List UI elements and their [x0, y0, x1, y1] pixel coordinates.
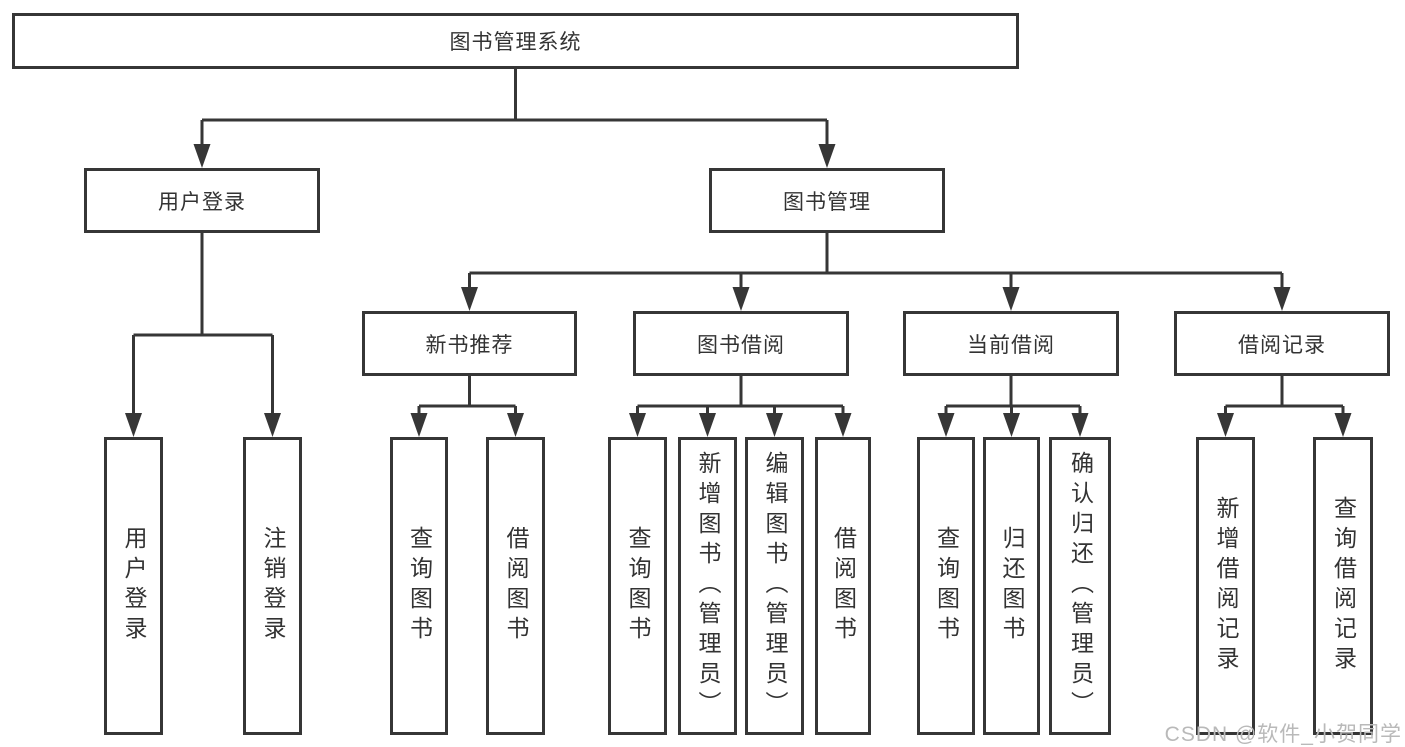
leaf-return-book: 归还图书 [983, 437, 1040, 735]
leaf-add-borrow-record: 新增借阅记录 [1196, 437, 1255, 735]
leaf-query-borrow-record: 查询借阅记录 [1313, 437, 1373, 735]
leaf-logout: 注销登录 [243, 437, 302, 735]
csdn-watermark: CSDN @软件_小贺同学 [1164, 723, 1402, 746]
leaf-query-books-current: 查询图书 [917, 437, 975, 735]
arrowhead-icons [125, 144, 1352, 437]
node-borrowing-records: 借阅记录 [1174, 311, 1390, 376]
leaf-borrow-books-recommend: 借阅图书 [486, 437, 545, 735]
leaf-edit-book-admin: 编辑图书（管理员） [745, 437, 804, 735]
node-user-login-branch: 用户登录 [84, 168, 320, 233]
node-new-book-recommend: 新书推荐 [362, 311, 577, 376]
leaf-query-books-recommend: 查询图书 [390, 437, 448, 735]
leaf-add-book-admin: 新增图书（管理员） [678, 437, 737, 735]
leaf-query-books-borrowing: 查询图书 [608, 437, 667, 735]
connector-path [132, 68, 1345, 415]
node-library-system: 图书管理系统 [12, 13, 1019, 69]
node-book-borrowing: 图书借阅 [633, 311, 849, 376]
leaf-user-login: 用户登录 [104, 437, 163, 735]
leaf-borrow-books-borrowing: 借阅图书 [815, 437, 871, 735]
leaf-confirm-return-admin: 确认归还（管理员） [1049, 437, 1111, 735]
node-current-borrowing: 当前借阅 [903, 311, 1119, 376]
node-book-management: 图书管理 [709, 168, 945, 233]
